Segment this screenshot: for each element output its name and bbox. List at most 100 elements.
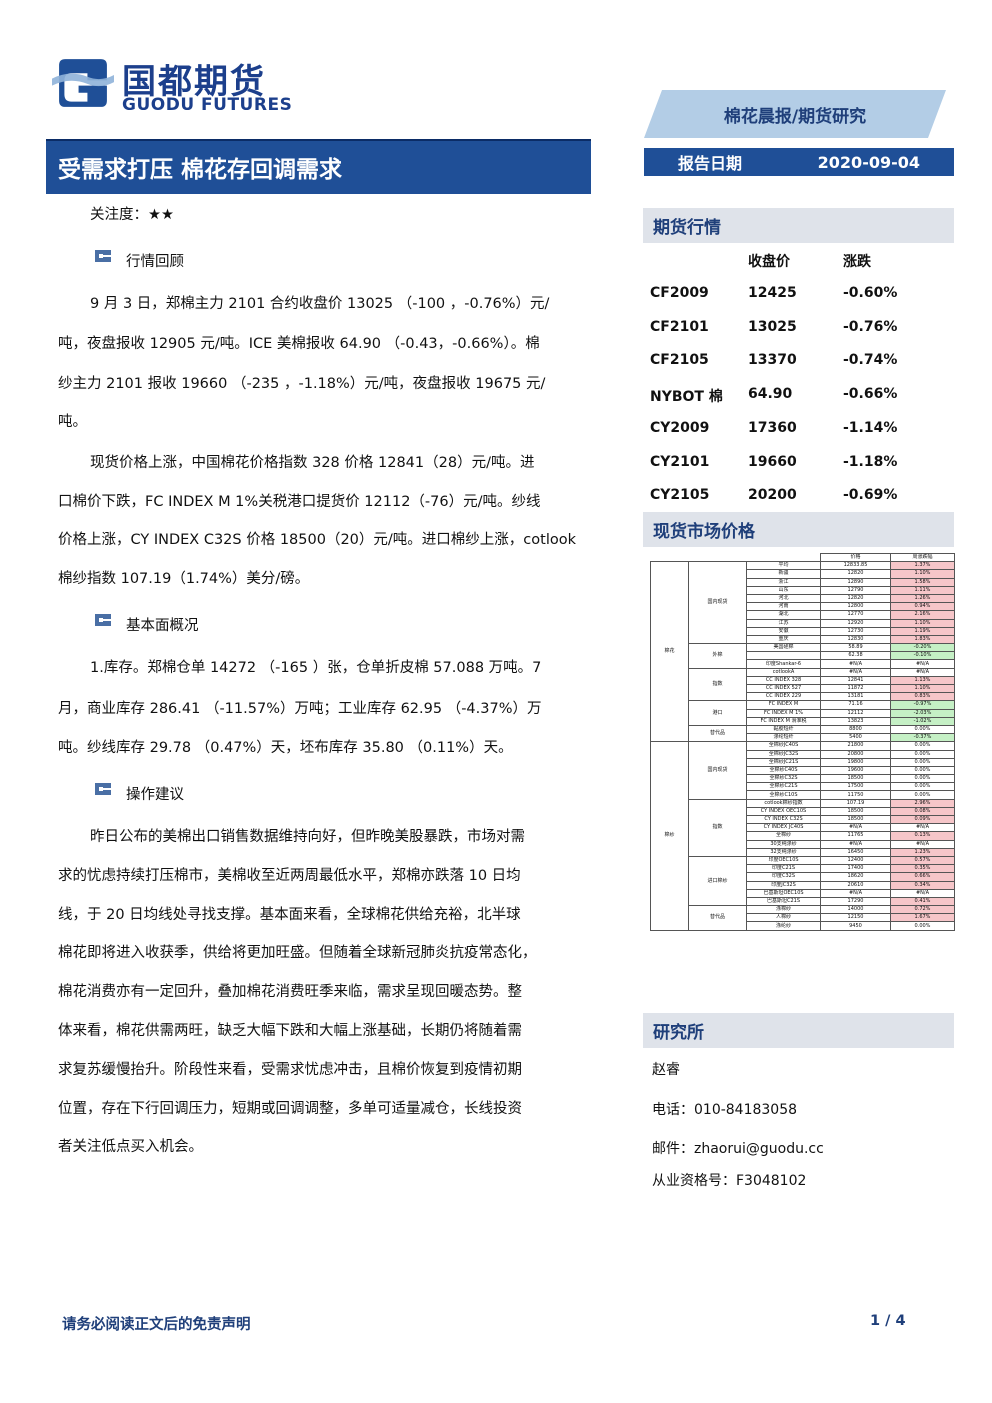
- spot-chg: 0.00%: [890, 757, 955, 767]
- spot-chg: 2.96%: [890, 798, 955, 808]
- analyst-name: 赵睿: [652, 1062, 680, 1078]
- spot-subcategory: 国内现货: [688, 741, 747, 800]
- spot-price: 12820: [820, 569, 891, 579]
- spot-section-header: 现货市场价格: [643, 512, 954, 547]
- spot-name: 涤纶短纤: [746, 733, 821, 743]
- disclaimer-link[interactable]: 请务必阅读正文后的免责声明: [62, 1317, 251, 1333]
- futures-close: 19660: [748, 453, 797, 470]
- fundamental-section-title: 基本面概况: [126, 618, 199, 634]
- spot-name: 全棉纱JC21S: [746, 757, 821, 767]
- spot-name: CY INDEX OEC10S: [746, 806, 821, 817]
- spot-name: 江苏: [746, 618, 821, 628]
- spot-chg: 1.10%: [890, 683, 955, 694]
- spot-chg: 0.94%: [890, 602, 955, 612]
- spot-price: 17400: [820, 864, 891, 874]
- spot-chg: 0.00%: [890, 749, 955, 759]
- futures-name: CY2105: [650, 487, 710, 504]
- spot-chg: 1.23%: [890, 847, 955, 857]
- paragraph-line: 线，于 20 日均线处寻找支撑。基本面来看，全球棉花供给充裕，北半球: [58, 906, 521, 923]
- spot-name: 印度C21S: [746, 864, 821, 874]
- spot-chg: -1.02%: [890, 716, 955, 726]
- spot-chg: 0.08%: [890, 806, 955, 817]
- spot-name: 河北: [746, 593, 821, 604]
- spot-price: #N/A: [820, 667, 891, 677]
- spot-price: 71.16: [820, 700, 891, 710]
- spot-name: 安徽: [746, 626, 821, 636]
- spot-chg: 0.13%: [890, 831, 955, 841]
- spot-name: 山东: [746, 585, 821, 595]
- spot-chg: -0.20%: [890, 643, 955, 653]
- spot-chg: 0.09%: [890, 814, 955, 825]
- spot-subcategory: 港口: [688, 700, 747, 726]
- section-bullet-icon: [95, 783, 111, 795]
- analyst-email[interactable]: 邮件：zhaorui@guodu.cc: [652, 1141, 824, 1157]
- spot-chg: #N/A: [890, 659, 955, 669]
- spot-name: 印度JC32S: [746, 880, 821, 890]
- spot-chg: 2.16%: [890, 610, 955, 620]
- spot-name: FC INDEX M 滑准税: [746, 716, 821, 726]
- paragraph-line: 求复苏缓慢抬升。阶段性来看，受需求忧虑冲击，且棉价恢复到疫情初期: [58, 1061, 522, 1078]
- spot-name: 30支纯涤纱: [746, 839, 821, 849]
- spot-category: 棉花: [650, 561, 689, 743]
- spot-price: 58.89: [820, 643, 891, 653]
- paragraph-line: 吨，夜盘报收 12905 元/吨。ICE 美棉报收 64.90 （-0.43，-…: [58, 336, 540, 352]
- paragraph-line: 求的忧虑持续打压棉市，美棉收至近两周最低水平，郑棉亦跌落 10 日均: [58, 867, 521, 884]
- spot-price: 12920: [820, 618, 891, 628]
- spot-price: 12400: [820, 855, 891, 866]
- spot-chg: 0.00%: [890, 724, 955, 735]
- spot-chg: 1.11%: [890, 585, 955, 595]
- spot-price: 12770: [820, 610, 891, 620]
- paragraph-line: 吨。纱线库存 29.78 （0.47%）天，坯布库存 35.80 （0.11%）…: [58, 740, 513, 756]
- spot-chg: 0.00%: [890, 741, 955, 751]
- spot-price: 12820: [820, 593, 891, 604]
- spot-chg: 0.72%: [890, 905, 955, 915]
- spot-chg: 1.83%: [890, 634, 955, 645]
- paragraph-line: 9 月 3 日，郑棉主力 2101 合约收盘价 13025 （-100 ，-0.…: [90, 296, 550, 312]
- logo-chinese-name: 国都期货: [122, 62, 266, 102]
- futures-name: CF2009: [650, 285, 709, 301]
- report-date-bar: 报告日期 2020-09-04: [644, 148, 954, 176]
- spot-price: 9450: [820, 921, 891, 931]
- spot-name: CC INDEX 328: [746, 675, 821, 686]
- spot-header-row: 价格周涨跌幅: [651, 552, 955, 563]
- spot-chg: -0.37%: [890, 733, 955, 743]
- spot-price: 18500: [820, 774, 891, 784]
- paragraph-line: 棉花消费亦有一定回升，叠加棉花消费旺季来临，需求呈现回暖态势。整: [58, 984, 522, 1001]
- spot-chg: #N/A: [890, 888, 955, 898]
- spot-subcategory: 指数: [688, 667, 747, 702]
- spot-name: 印度Shankar-6: [746, 659, 821, 669]
- spot-price: 19800: [820, 757, 891, 767]
- spot-name: 全棉纱C21S: [746, 782, 821, 792]
- spot-chg: 0.83%: [890, 692, 955, 702]
- spot-name: 32支纯涤纱: [746, 847, 821, 857]
- paragraph-line: 1.库存。郑棉仓单 14272 （-165 ）张，仓单折皮棉 57.088 万吨…: [90, 660, 542, 676]
- spot-name: 黏胶短纤: [746, 724, 821, 735]
- spot-subcategory: 进口棉纱: [688, 855, 747, 907]
- spot-name: 湖北: [746, 610, 821, 620]
- spot-price: 18500: [820, 806, 891, 817]
- paragraph-line: 者关注低点买入机会。: [58, 1139, 203, 1156]
- paragraph-line: 口棉价下跌，FC INDEX M 1%关税港口提货价 12112（-76）元/吨…: [58, 494, 541, 510]
- spot-price: 19600: [820, 765, 891, 776]
- spot-price: 11750: [820, 790, 891, 800]
- spot-chg: 0.35%: [890, 864, 955, 874]
- spot-name: 全棉纱JC32S: [746, 749, 821, 759]
- futures-name: NYBOT 棉: [650, 389, 723, 406]
- paragraph-line: 棉花即将进入收获季，供给将更加旺盛。但随着全球新冠肺炎抗疫常态化，: [58, 945, 537, 962]
- advice-section-title: 操作建议: [126, 787, 184, 803]
- spot-name: 巴基斯坦C21S: [746, 896, 821, 907]
- spot-name: 全棉纱C32S: [746, 774, 821, 784]
- futures-change: -1.14%: [843, 419, 898, 436]
- spot-name: 新疆: [746, 569, 821, 579]
- futures-change: -0.74%: [843, 352, 898, 369]
- spot-name: CC INDEX 229: [746, 692, 821, 702]
- spot-subcategory: 指数: [688, 798, 747, 857]
- spot-name: CY INDEX JC40S: [746, 823, 821, 833]
- spot-name: 重庆: [746, 634, 821, 645]
- spot-price: #N/A: [820, 659, 891, 669]
